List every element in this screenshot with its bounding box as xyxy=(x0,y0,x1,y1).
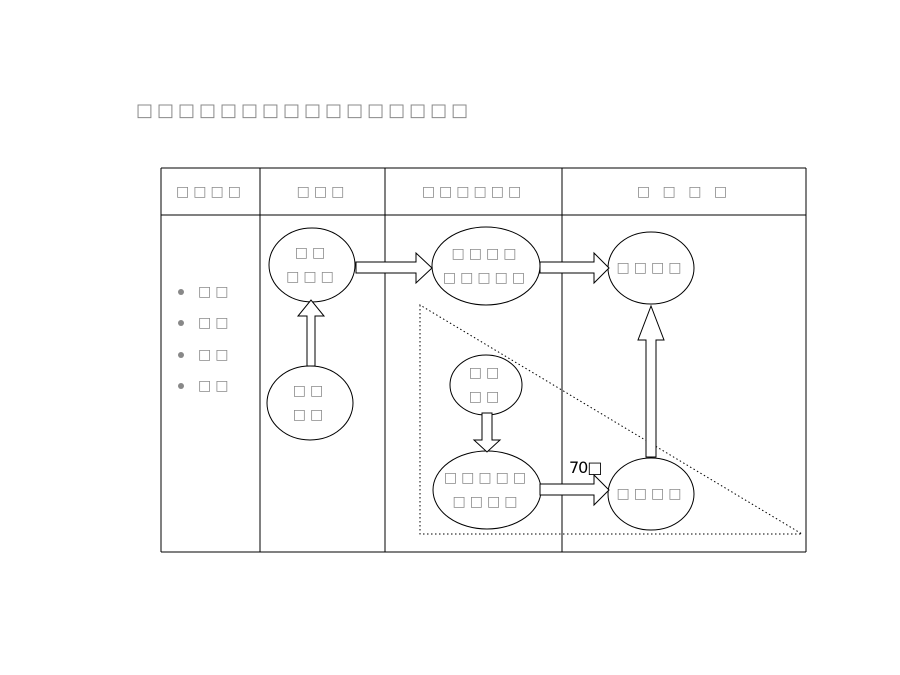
arrow-up-right xyxy=(637,304,665,458)
annotation-label: 70□ xyxy=(569,458,602,477)
column-header-4: □ □ □ □ xyxy=(636,184,732,200)
list-item: □□ xyxy=(178,308,232,340)
bullet-dot-icon xyxy=(178,383,184,390)
bullet-dot-icon xyxy=(178,351,184,358)
node-top-left-label: □□ □□□ xyxy=(286,245,338,285)
dotted-triangle xyxy=(419,304,804,535)
arrow-right-top-2 xyxy=(539,251,610,285)
arrow-right-bottom xyxy=(539,473,610,507)
column-header-2: □□□ xyxy=(296,184,349,200)
column-header-1: □□□□ xyxy=(176,184,245,200)
list-item: □□ xyxy=(178,371,232,403)
column-header-3: □□□□□□ xyxy=(421,184,526,200)
list-item: □□ xyxy=(178,276,232,308)
node-bottom-mid-label: □□□□□ □□□□ xyxy=(443,470,531,510)
bullet-dot-icon xyxy=(178,288,184,295)
arrow-up-left xyxy=(296,299,326,367)
node-bottom-right-label: □□□□ xyxy=(616,486,686,502)
page-title: □□□□□□□□□□□□□□□□ xyxy=(136,100,473,121)
node-top-mid-label: □□□□ □□□□□ xyxy=(442,246,530,286)
node-bottom-right xyxy=(607,457,695,531)
arrow-down-mid xyxy=(472,412,502,453)
bullet-list: □□ □□ □□ □□ xyxy=(178,276,232,402)
node-inner-mid-label: □□ □□ xyxy=(468,365,504,405)
list-item: □□ xyxy=(178,339,232,371)
node-bottom-left-label: □□ □□ xyxy=(292,383,328,423)
node-top-right-label: □□□□ xyxy=(616,260,686,276)
bullet-dot-icon xyxy=(178,320,184,327)
arrow-right-top-1 xyxy=(355,251,433,285)
